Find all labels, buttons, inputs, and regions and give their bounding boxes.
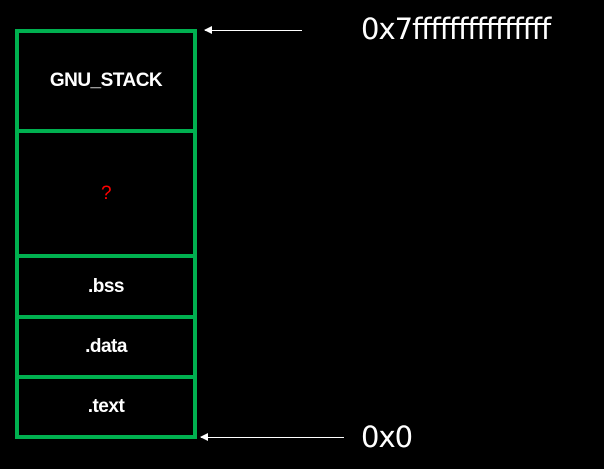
top-address-arrow	[204, 26, 302, 34]
bottom-address-label: 0x0	[361, 420, 413, 454]
segment-gnu-stack: GNU_STACK	[15, 29, 197, 133]
segment-label: GNU_STACK	[49, 70, 163, 91]
bottom-address-arrow	[200, 433, 344, 441]
segment-unknown: ?	[15, 129, 197, 258]
segment-label: .data	[85, 336, 127, 357]
segment-data: .data	[15, 315, 197, 379]
segment-text: .text	[15, 375, 197, 439]
segment-label: .bss	[87, 275, 125, 297]
top-address-label: 0x7fffffffffffffff	[361, 12, 551, 46]
segment-label: .text	[87, 396, 125, 417]
segment-bss: .bss	[15, 254, 197, 319]
question-mark: ?	[100, 182, 112, 204]
